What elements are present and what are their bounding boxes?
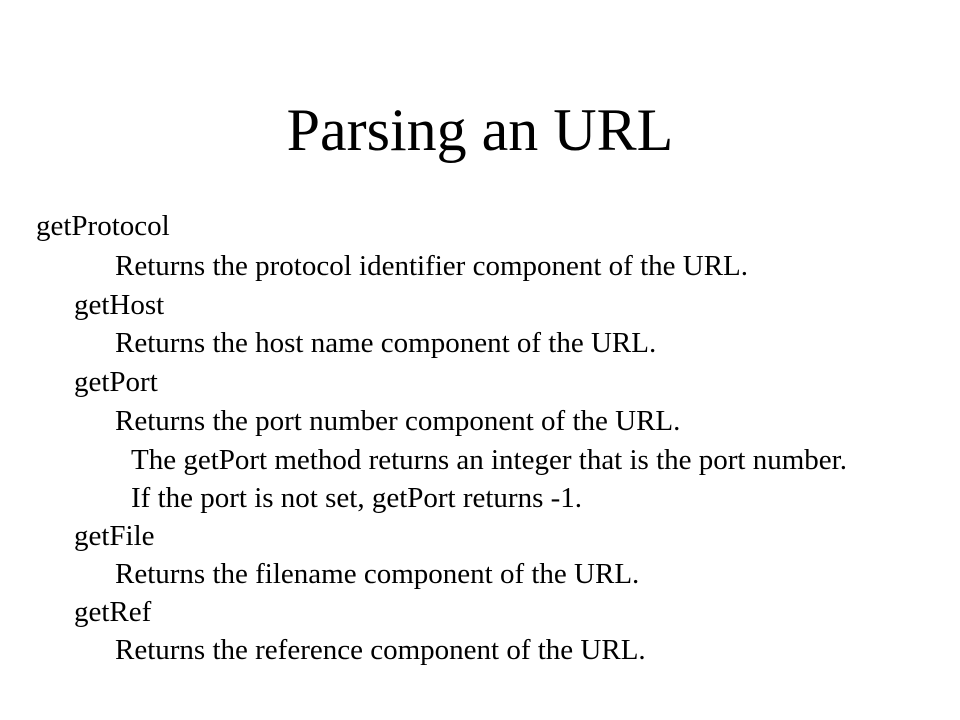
method-name-getport: getPort (74, 366, 158, 398)
method-detail-getport-unset: If the port is not set, getPort returns … (131, 482, 583, 514)
method-detail-getport-integer: The getPort method returns an integer th… (131, 444, 847, 476)
method-name-getprotocol: getProtocol (36, 210, 170, 242)
method-name-gethost: getHost (74, 289, 165, 321)
method-description-gethost: Returns the host name component of the U… (115, 327, 657, 359)
method-name-getfile: getFile (74, 520, 155, 552)
method-description-getport: Returns the port number component of the… (115, 405, 681, 437)
method-description-getprotocol: Returns the protocol identifier componen… (115, 250, 749, 282)
method-description-getfile: Returns the filename component of the UR… (115, 558, 640, 590)
method-description-getref: Returns the reference component of the U… (115, 634, 646, 666)
slide-title: Parsing an URL (286, 97, 674, 163)
method-name-getref: getRef (74, 596, 152, 628)
